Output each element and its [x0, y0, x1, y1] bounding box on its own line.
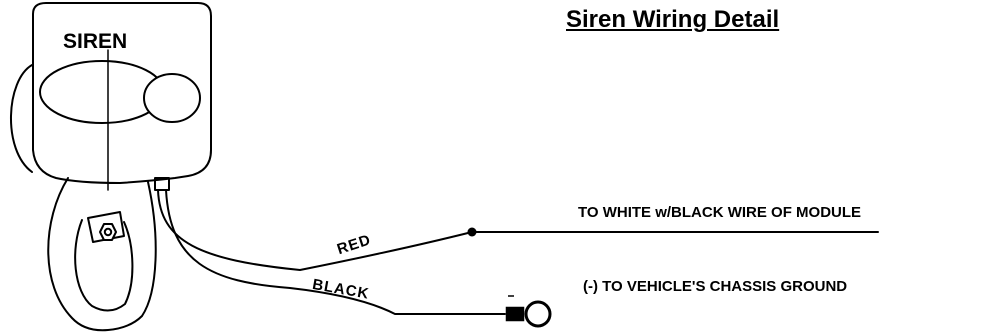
hex-bolt-icon	[99, 223, 117, 241]
mounting-bracket	[47, 177, 157, 332]
bolt-hole-icon	[103, 227, 113, 237]
wire-connector	[154, 177, 170, 191]
siren-small-oval	[143, 73, 201, 123]
ground-connection-label: (-) TO VEHICLE'S CHASSIS GROUND	[583, 278, 848, 295]
ring-terminal-icon	[505, 295, 552, 328]
siren-body	[32, 2, 212, 184]
siren-label: SIREN	[63, 30, 128, 53]
mounting-bracket-inner	[74, 219, 134, 312]
black-wire	[165, 189, 506, 315]
diagram-title: Siren Wiring Detail	[566, 6, 780, 33]
module-connection-label: TO WHITE w/BLACK WIRE OF MODULE	[578, 204, 862, 221]
splice-dot-icon	[467, 227, 477, 237]
siren-rear-dome	[10, 64, 33, 173]
red-wire	[157, 189, 473, 271]
